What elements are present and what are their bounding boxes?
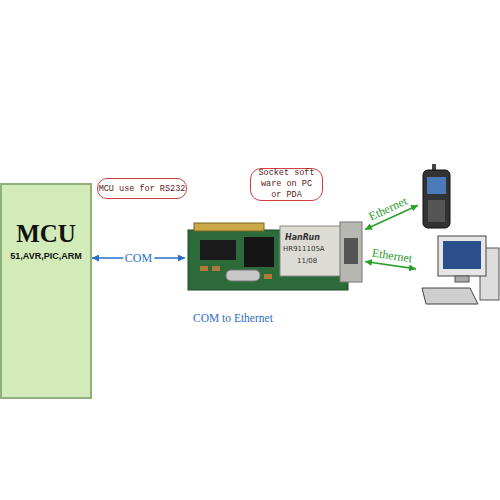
ethernet-module: HanRunHR911105A 11/08 [185,214,365,294]
rj45-jack [280,226,342,276]
pc-monitor [438,236,486,276]
smd-part [212,266,220,271]
node-text: Socket soft ware on PC or PDA [255,168,319,201]
pc-stand [455,276,469,282]
edge-label: Ethernet [364,193,411,225]
node-text: HR911105A [283,245,325,253]
pc-screen [443,241,481,269]
pda-device [423,164,450,228]
node-text: 51,AVR,PIC,ARM [10,251,81,261]
chip [244,237,274,267]
smd-part [264,274,272,279]
pc-keyboard [422,288,478,304]
rj45-front [340,222,362,282]
callout-box: Socket soft ware on PC or PDA [250,168,323,201]
mcu-box: MCU 51,AVR,PIC,ARM [0,183,92,399]
callout-box: MCU use for RS232 [97,178,187,199]
caption-label: COM to Ethernet [193,312,273,324]
pc-node [416,232,500,312]
chip [200,240,236,260]
node-text: MCU use for RS232 [99,184,186,194]
edge-label: COM [123,251,154,266]
pda-body [423,170,450,228]
node-text: MCU [16,221,76,247]
crystal [226,270,260,281]
edge-label: Ethernet [369,246,415,267]
rj45-port [344,238,358,264]
pin-header [194,223,264,231]
pda-screen [427,177,446,194]
node-text: HanRun [285,233,320,242]
ethernet-module [188,222,362,290]
pda-keypad [428,200,445,222]
smd-part [200,266,208,271]
node-text: 11/08 [297,257,317,265]
pda-node [418,163,454,231]
pc-computer [422,236,499,304]
